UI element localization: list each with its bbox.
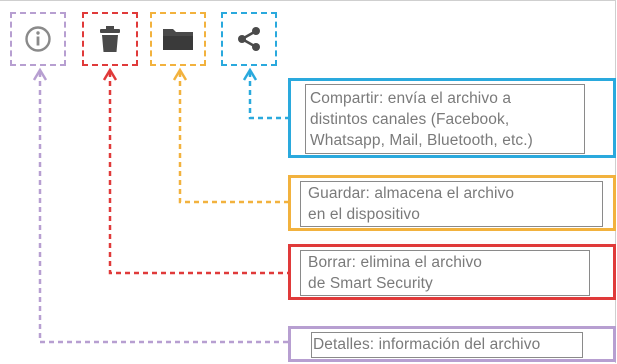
trash-icon-box (82, 12, 138, 66)
details-callout: Detalles: información del archivo (288, 326, 616, 362)
share-line-2: distintos canales (Facebook, (310, 111, 510, 128)
share-line-3: Whatsapp, Mail, Bluetooth, etc.) (310, 132, 533, 149)
details-callout-inner (311, 332, 583, 358)
delete-connector (102, 67, 288, 275)
share-connector (242, 67, 290, 120)
share-callout-text: Compartir: envía el archivo a distintos … (310, 88, 533, 151)
details-connector (32, 67, 288, 344)
delete-callout-text: Borrar: elimina el archivo de Smart Secu… (308, 252, 482, 294)
delete-line-1: Borrar: elimina el archivo (308, 254, 483, 271)
share-callout-inner (305, 84, 585, 154)
trash-icon (100, 26, 120, 52)
folder-icon (163, 29, 193, 50)
details-line-1: Detalles: información del archivo (313, 336, 541, 353)
details-callout-text: Detalles: información del archivo (313, 334, 540, 355)
delete-line-2: de Smart Security (308, 275, 433, 292)
save-callout-text: Guardar: almacena el archivo en el dispo… (308, 183, 514, 225)
save-line-2: en el dispositivo (308, 206, 420, 223)
share-line-1: Compartir: envía el archivo a (310, 90, 512, 107)
share-callout: Compartir: envía el archivo a distintos … (288, 78, 616, 158)
save-callout-inner (300, 181, 603, 227)
share-icon (238, 27, 260, 51)
delete-callout: Borrar: elimina el archivo de Smart Secu… (288, 244, 616, 300)
folder-icon-box (150, 12, 206, 66)
info-icon-box (10, 12, 66, 66)
save-line-1: Guardar: almacena el archivo (308, 185, 515, 202)
delete-callout-inner (300, 250, 590, 296)
save-callout: Guardar: almacena el archivo en el dispo… (288, 175, 616, 231)
info-icon (25, 26, 51, 52)
save-connector (172, 67, 288, 204)
share-icon-box (221, 12, 277, 66)
